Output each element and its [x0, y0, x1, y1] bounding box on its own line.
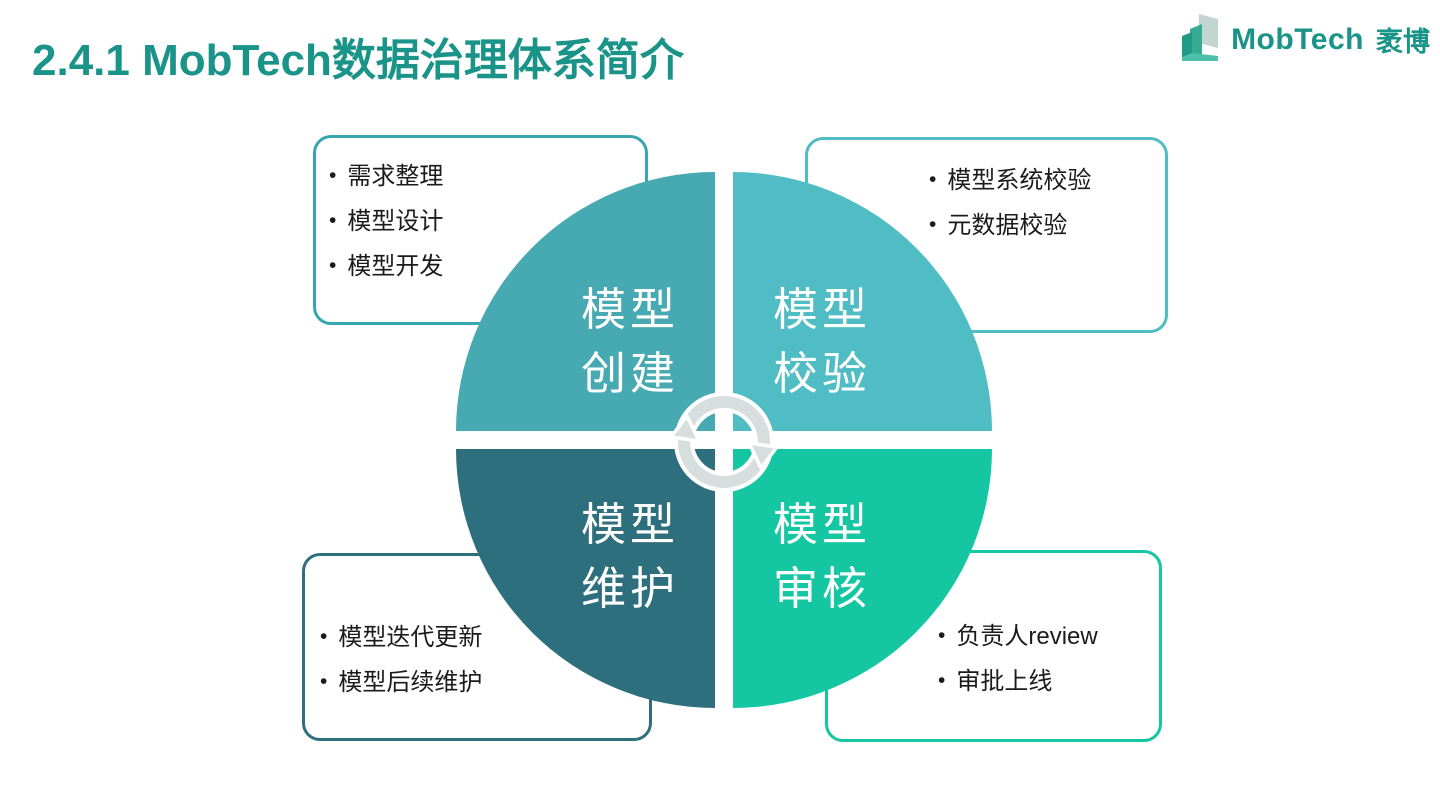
logo-text: MobTech — [1231, 22, 1364, 56]
cycle-arrows-icon — [662, 386, 786, 502]
callout-item: 模型系统校验 — [929, 159, 1157, 204]
callout-item: 模型开发 — [329, 245, 637, 290]
mobtech-logo: MobTech 袤博 — [1178, 12, 1430, 67]
quadrant-model-maintain: 模型 维护 — [456, 449, 715, 708]
callout-item: 模型后续维护 — [320, 661, 641, 706]
callout-item: 负责人review — [938, 615, 1151, 660]
callout-item: 需求整理 — [329, 155, 637, 200]
logo-text-cn: 袤博 — [1376, 27, 1430, 57]
callout-top-left: 需求整理 模型设计 模型开发 — [313, 135, 648, 325]
building-logo-icon — [1178, 12, 1224, 67]
quadrant-label: 模型 维护 — [580, 499, 679, 614]
callout-item: 审批上线 — [938, 660, 1151, 705]
callout-item: 元数据校验 — [929, 204, 1157, 249]
callout-list: 负责人review 审批上线 — [938, 615, 1151, 705]
callout-item: 模型迭代更新 — [320, 616, 641, 661]
callout-item: 模型设计 — [329, 200, 637, 245]
page-title: 2.4.1 MobTech数据治理体系简介 — [32, 36, 684, 85]
quadrant-label: 模型 校验 — [773, 284, 872, 399]
callout-list: 模型系统校验 元数据校验 — [929, 159, 1157, 249]
quadrant-label: 模型 创建 — [580, 284, 679, 399]
callout-list: 需求整理 模型设计 模型开发 — [329, 155, 637, 290]
quadrant-label: 模型 审核 — [773, 499, 872, 614]
callout-list: 模型迭代更新 模型后续维护 — [320, 616, 641, 706]
